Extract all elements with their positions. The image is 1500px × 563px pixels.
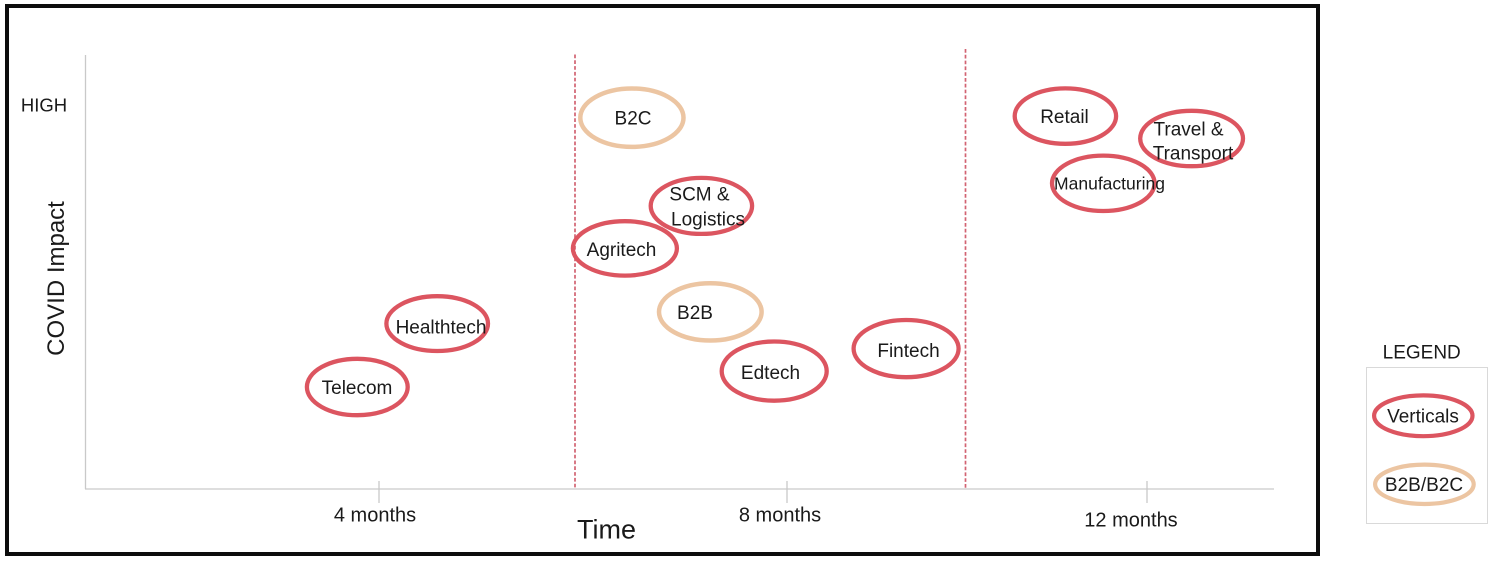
svg-text:Healthtech: Healthtech — [396, 317, 487, 338]
svg-text:Edtech: Edtech — [741, 363, 800, 384]
svg-text:Logistics: Logistics — [671, 209, 745, 230]
svg-text:B2C: B2C — [615, 108, 652, 129]
svg-text:SCM &: SCM & — [669, 184, 730, 205]
svg-text:COVID Impact: COVID Impact — [43, 201, 70, 356]
svg-text:HIGH: HIGH — [21, 95, 67, 116]
svg-text:Fintech: Fintech — [877, 341, 939, 362]
svg-text:Telecom: Telecom — [322, 378, 393, 399]
svg-text:B2B: B2B — [677, 303, 713, 324]
svg-text:B2B/B2C: B2B/B2C — [1385, 475, 1463, 496]
svg-text:Verticals: Verticals — [1387, 406, 1459, 427]
svg-text:Agritech: Agritech — [587, 240, 657, 261]
svg-text:Time: Time — [577, 515, 636, 545]
svg-text:Transport: Transport — [1153, 143, 1234, 164]
svg-text:LEGEND: LEGEND — [1383, 342, 1461, 363]
svg-text:Retail: Retail — [1040, 107, 1089, 128]
svg-text:4 months: 4 months — [334, 504, 416, 526]
svg-text:Manufacturing: Manufacturing — [1054, 173, 1165, 193]
svg-text:8 months: 8 months — [739, 504, 821, 526]
svg-text:12 months: 12 months — [1084, 509, 1177, 531]
svg-text:Travel &: Travel & — [1153, 119, 1223, 140]
